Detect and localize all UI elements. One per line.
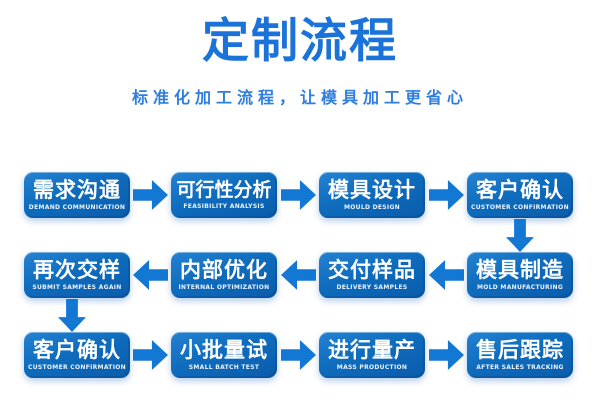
arrow-right-icon: [281, 180, 316, 210]
flow-step-demand-communication: 需求沟通 DEMAND COMMUNICATION: [24, 172, 130, 218]
step-title: 交付样品: [328, 257, 416, 282]
step-title: 内部优化: [180, 257, 268, 282]
step-subtitle: CUSTOMER CONFIRMATION: [28, 363, 126, 371]
arrow-left-icon: [133, 260, 168, 290]
arrow-right-icon: [133, 340, 168, 370]
flow-step-mold-manufacturing: 模具制造 MOLD MANUFACTURING: [467, 252, 573, 298]
step-subtitle: CUSTOMER CONFIRMATION: [471, 203, 569, 211]
step-subtitle: MOULD DESIGN: [343, 203, 400, 211]
step-title: 客户确认: [33, 337, 121, 362]
step-subtitle: MASS PRODUCTION: [336, 363, 408, 371]
step-subtitle: FEASIBILITY ANALYSIS: [183, 202, 265, 210]
flow-step-internal-optimization: 内部优化 INTERNAL OPTIMIZATION: [171, 252, 277, 298]
arrow-left-icon: [429, 260, 464, 290]
step-title: 模具制造: [476, 257, 564, 282]
flow-step-mould-design: 模具设计 MOULD DESIGN: [319, 172, 425, 218]
step-title: 客户确认: [476, 177, 564, 202]
arrow-right-icon: [133, 180, 168, 210]
step-title: 需求沟通: [33, 177, 121, 202]
step-title: 小批量试: [180, 337, 268, 362]
flow-step-customer-confirmation-1: 客户确认 CUSTOMER CONFIRMATION: [467, 172, 573, 218]
arrow-right-icon: [281, 340, 316, 370]
flow-step-customer-confirmation-2: 客户确认 CUSTOMER CONFIRMATION: [24, 332, 130, 378]
flow-step-feasibility-analysis: 可行性分析 FEASIBILITY ANALYSIS: [171, 172, 277, 218]
step-subtitle: DELIVERY SAMPLES: [336, 283, 408, 291]
flow-step-submit-samples-again: 再次交样 SUBMIT SAMPLES AGAIN: [24, 252, 130, 298]
step-title: 售后跟踪: [476, 337, 564, 362]
header: 定制流程 标准化加工流程，让模具加工更省心: [0, 0, 600, 108]
arrow-left-icon: [281, 260, 316, 290]
arrow-down-icon: [58, 299, 86, 332]
arrow-down-icon: [506, 219, 534, 252]
step-subtitle: DEMAND COMMUNICATION: [28, 203, 126, 211]
step-title: 进行量产: [328, 337, 416, 362]
page-title: 定制流程: [202, 14, 398, 69]
step-subtitle: SMALL BATCH TEST: [188, 363, 260, 371]
step-subtitle: AFTER SALES TRACKING: [476, 363, 564, 371]
step-subtitle: MOLD MANUFACTURING: [476, 283, 564, 291]
step-title: 可行性分析: [176, 178, 272, 201]
flow-step-small-batch-test: 小批量试 SMALL BATCH TEST: [171, 332, 277, 378]
step-subtitle: SUBMIT SAMPLES AGAIN: [32, 283, 122, 291]
flow-step-delivery-samples: 交付样品 DELIVERY SAMPLES: [319, 252, 425, 298]
step-subtitle: INTERNAL OPTIMIZATION: [178, 283, 270, 291]
arrow-right-icon: [429, 180, 464, 210]
step-title: 模具设计: [328, 177, 416, 202]
flow-step-after-sales-tracking: 售后跟踪 AFTER SALES TRACKING: [467, 332, 573, 378]
arrow-right-icon: [429, 340, 464, 370]
step-title: 再次交样: [33, 257, 121, 282]
flow-step-mass-production: 进行量产 MASS PRODUCTION: [319, 332, 425, 378]
page-subtitle: 标准化加工流程，让模具加工更省心: [131, 88, 468, 107]
